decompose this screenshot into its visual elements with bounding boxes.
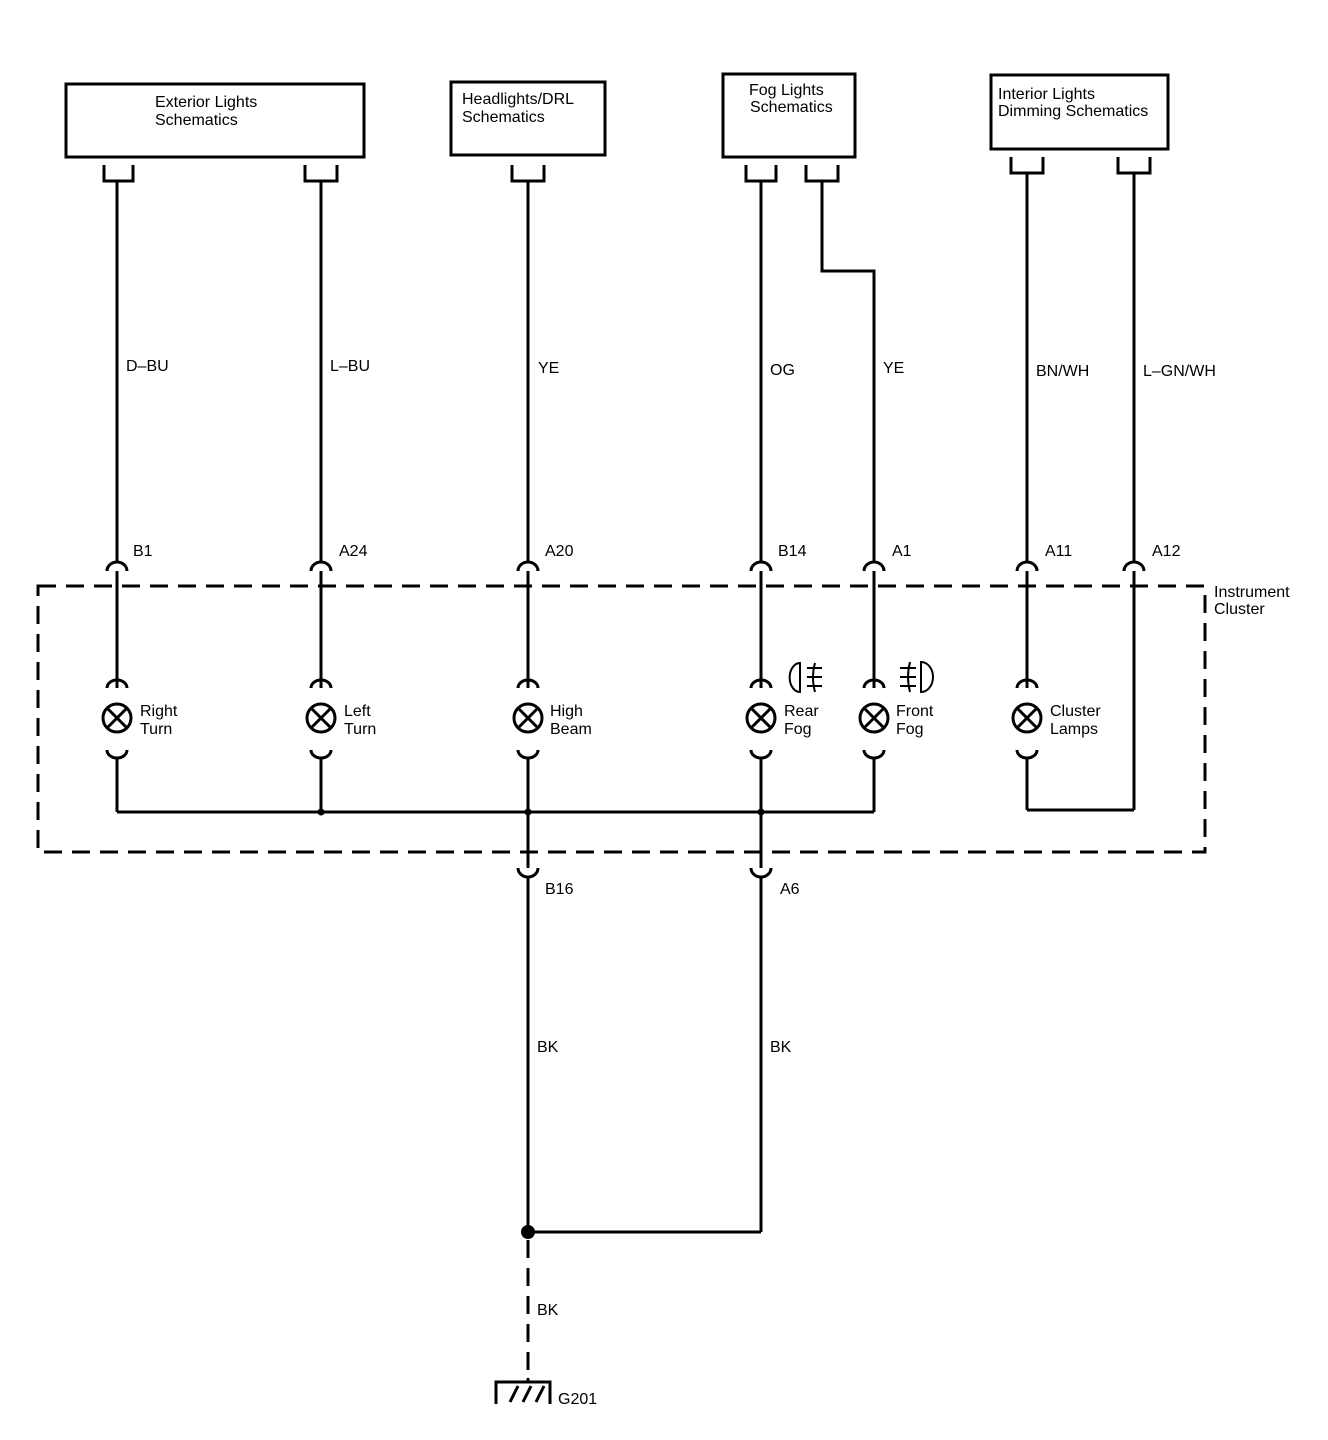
lamp-bulb-icon (101, 702, 133, 734)
lamp-bulb-icon (1011, 702, 1043, 734)
cluster-pin-labels-top: B1 A24 A20 B14 A1 A11 A12 (133, 543, 1181, 560)
interior-module-line2: Dimming Schematics (998, 103, 1148, 120)
pin-a11: A11 (1045, 543, 1072, 560)
lamp-bulb-icon (305, 702, 337, 734)
internal-bus (117, 808, 1134, 868)
wire-color-left-turn: L–BU (330, 358, 370, 375)
wire-color-right-turn: D–BU (126, 358, 169, 375)
lamp-left-turn-line1: Left (344, 703, 371, 720)
pin-b16: B16 (545, 881, 574, 898)
fog-module-line2: Schematics (750, 99, 833, 116)
cluster-label-line2: Cluster (1214, 601, 1265, 618)
wire-color-cluster-a12: L–GN/WH (1143, 363, 1216, 380)
wire-color-high-beam: YE (538, 360, 559, 377)
lamp-front-fog: Front Fog (858, 660, 934, 812)
lamp-front-fog-line1: Front (896, 703, 934, 720)
wire-color-ground-main: BK (537, 1302, 559, 1319)
lamp-high-beam: High Beam (512, 676, 592, 812)
lamp-right-turn-line1: Right (140, 703, 178, 720)
pin-b1: B1 (133, 543, 153, 560)
cluster-pins-bottom: B16 A6 (516, 850, 800, 898)
interior-lights-module: Interior Lights Dimming Schematics (989, 73, 1170, 151)
front-fog-icon (900, 660, 934, 694)
wires-upper (115, 173, 1136, 562)
lamp-left-turn-line2: Turn (344, 721, 376, 738)
wire-color-front-fog: YE (883, 360, 904, 377)
lamp-right-turn: Right Turn (101, 676, 178, 812)
pin-a20: A20 (545, 543, 574, 560)
headlights-drl-module: Headlights/DRL Schematics (449, 80, 607, 157)
lamp-cluster-lamps-line2: Lamps (1050, 721, 1098, 738)
pin-a1: A1 (892, 543, 912, 560)
lamp-bulb-icon (745, 702, 777, 734)
lamp-rear-fog: Rear Fog (745, 661, 822, 812)
lamp-high-beam-line1: High (550, 703, 583, 720)
instrument-cluster-boundary (36, 584, 1207, 854)
ground-label: G201 (558, 1391, 597, 1408)
lamp-front-fog-line2: Fog (896, 721, 924, 738)
cluster-label-line1: Instrument (1214, 584, 1290, 601)
lamp-cluster-lamps-line1: Cluster (1050, 703, 1101, 720)
ground-wires: BK BK BK (521, 877, 792, 1378)
fog-module-line1: Fog Lights (749, 82, 824, 99)
wire-color-ground-a6: BK (770, 1039, 792, 1056)
fog-lights-module: Fog Lights Schematics (721, 72, 857, 159)
exterior-lights-module: Exterior Lights Schematics (64, 82, 366, 159)
ground-g201-icon: G201 (494, 1378, 597, 1408)
lamp-left-turn: Left Turn (305, 676, 376, 812)
pin-b14: B14 (778, 543, 807, 560)
interior-module-line1: Interior Lights (998, 86, 1095, 103)
splice-point (521, 1225, 535, 1239)
lamp-right-turn-line2: Turn (140, 721, 172, 738)
lamp-high-beam-line2: Beam (550, 721, 592, 738)
lamp-rear-fog-line1: Rear (784, 703, 819, 720)
wire-color-cluster-a11: BN/WH (1036, 363, 1089, 380)
rear-fog-icon (788, 661, 822, 694)
lamp-bulb-icon (512, 702, 544, 734)
wire-color-rear-fog: OG (770, 362, 795, 379)
exterior-module-line1: Exterior Lights (155, 94, 257, 111)
wires-in-cluster (115, 590, 1136, 810)
module-connectors (102, 157, 1152, 183)
headlights-module-line2: Schematics (462, 109, 545, 126)
lamp-cluster-lamps: Cluster Lamps (1011, 676, 1101, 810)
cluster-pins-top (105, 560, 1146, 590)
exterior-module-line2: Schematics (155, 112, 238, 129)
pin-a6: A6 (780, 881, 800, 898)
wire-color-ground-b16: BK (537, 1039, 559, 1056)
pin-a12: A12 (1152, 543, 1181, 560)
headlights-module-line1: Headlights/DRL (462, 91, 574, 108)
pin-a24: A24 (339, 543, 368, 560)
lamp-rear-fog-line2: Fog (784, 721, 812, 738)
wire-color-labels: D–BU L–BU YE OG YE BN/WH L–GN/WH (126, 358, 1216, 380)
lamp-bulb-icon (858, 702, 890, 734)
